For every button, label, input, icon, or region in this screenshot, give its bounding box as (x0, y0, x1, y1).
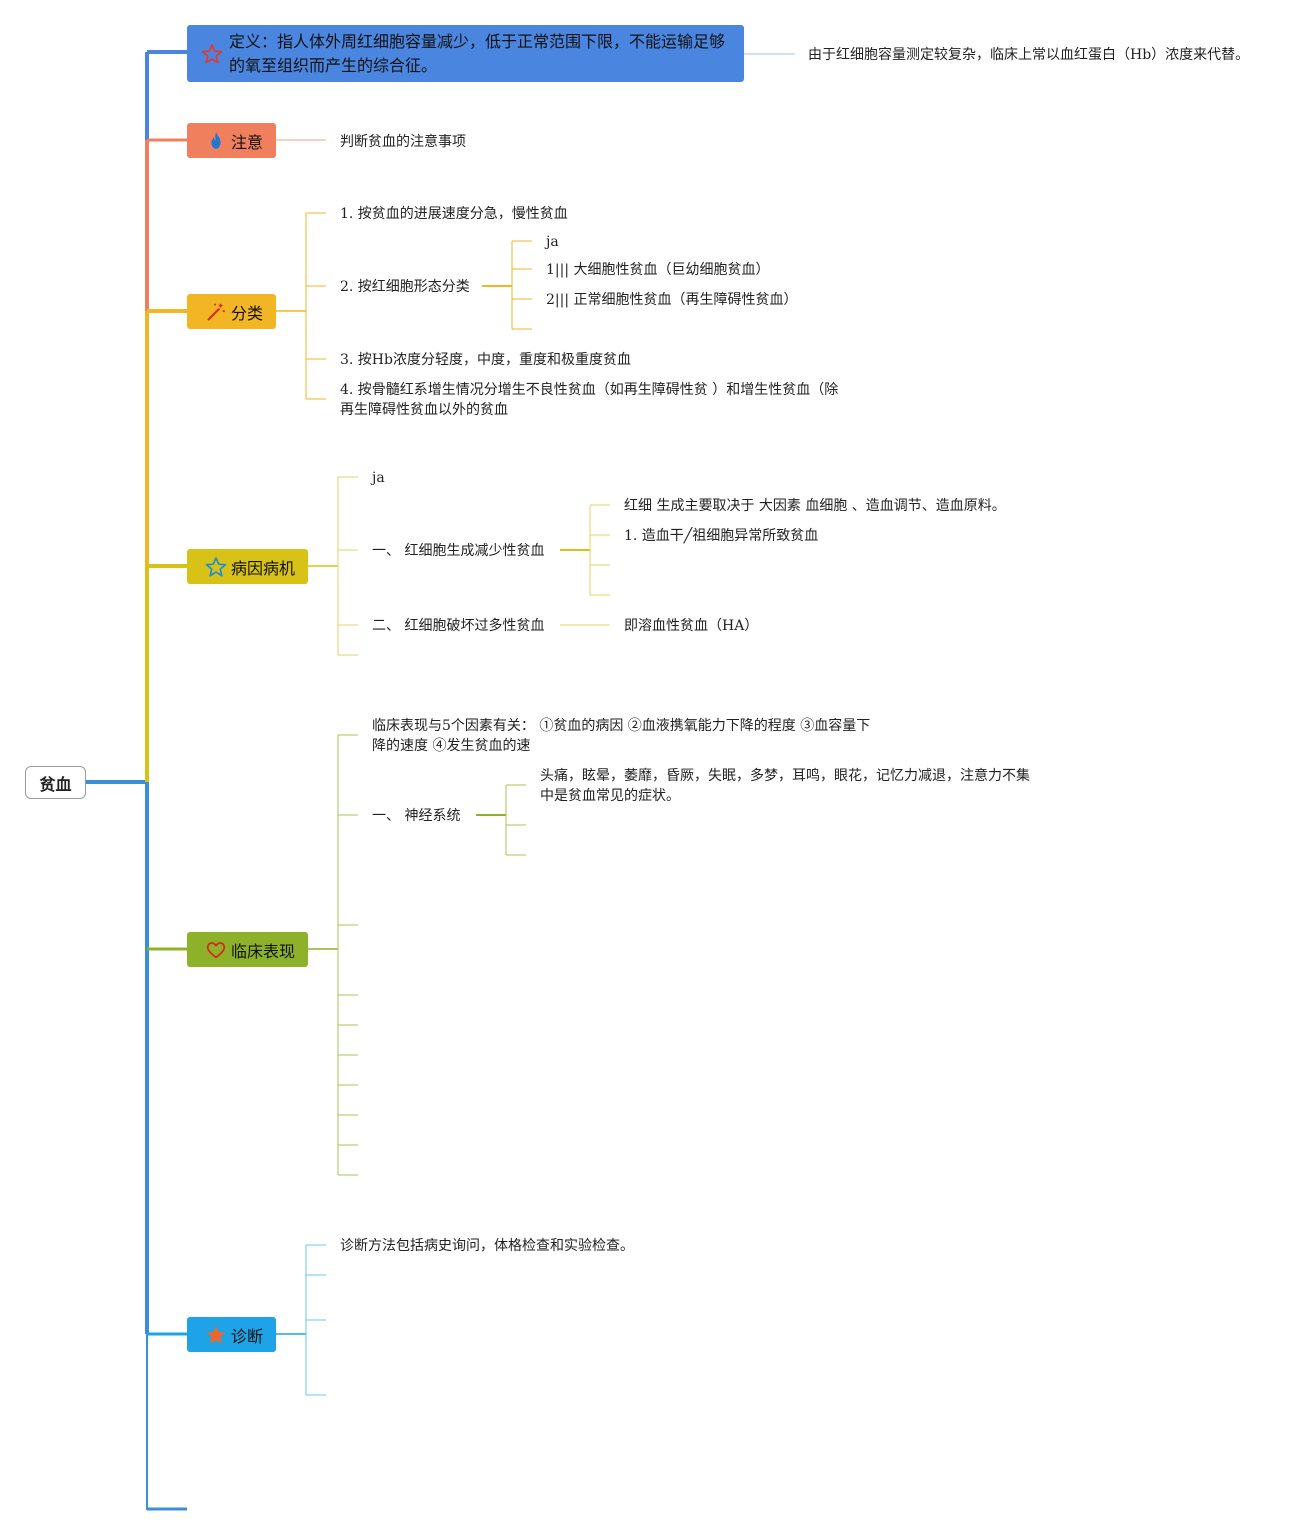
etiology-label: 病因病机 (231, 558, 296, 578)
etiology-item-0: ja (372, 470, 385, 486)
topic-attention[interactable]: 注意 (187, 123, 276, 158)
clinical-nervous: 一、 神经系统 (372, 808, 461, 824)
clinical-intro: 临床表现与5个因素有关： ①贫血的病因 ②血液携氧能力下降的程度 ③血容量下降的… (372, 718, 871, 754)
star-outline-icon (205, 556, 227, 577)
etiology-item-2: 二、 红细胞破坏过多性贫血 (372, 618, 545, 634)
root-label: 贫血 (39, 774, 72, 794)
clinical-nervous-note: 头痛，眩晕，萎靡，昏厥，失眠，多梦，耳鸣，眼花，记忆力减退，注意力不集中是贫血常… (540, 768, 1030, 804)
morphology-item-0: ja (546, 234, 559, 250)
etiology-item-1: 一、 红细胞生成减少性贫血 (372, 543, 545, 559)
morphology-item-2: 2||| 正常细胞性贫血（再生障碍性贫血） (546, 292, 798, 308)
attention-label: 注意 (231, 132, 264, 152)
diagnosis-label: 诊断 (231, 1326, 264, 1346)
flame-icon (211, 131, 221, 149)
topic-diagnosis[interactable]: 诊断 (187, 1317, 276, 1352)
classification-item-4: 4. 按骨髓红系增生情况分增生不良性贫血（如再生障碍性贫 ）和增生性贫血（除再生… (340, 382, 839, 418)
classification-item-3: 3. 按Hb浓度分轻度，中度，重度和极重度贫血 (340, 352, 631, 368)
morphology-item-1: 1||| 大细胞性贫血（巨幼细胞贫血） (546, 262, 770, 278)
classification-item-1: 1. 按贫血的进展速度分急，慢性贫血 (340, 206, 568, 222)
classification-item-2: 2. 按红细胞形态分类 (340, 279, 470, 295)
star-filled-icon (206, 1325, 226, 1344)
etiology-reduced-0: 红细 生成主要取决于 大因素 血细胞 、造血调节、造血原料。 (624, 498, 1006, 514)
root-node[interactable]: 贫血 (25, 766, 86, 799)
etiology-destroyed-0: 即溶血性贫血（HA） (624, 618, 759, 634)
heart-icon (206, 941, 226, 958)
topic-clinical[interactable]: 临床表现 (187, 932, 308, 967)
magic-wand-icon (207, 303, 225, 320)
topic-etiology[interactable]: 病因病机 (187, 549, 308, 584)
etiology-reduced-1: 1. 造血干╱祖细胞异常所致贫血 (624, 528, 819, 544)
topic-classification[interactable]: 分类 (187, 294, 276, 329)
definition-note: 由于红细胞容量测定较复杂，临床上常以血红蛋白（Hb）浓度来代替。 (808, 47, 1250, 63)
clinical-label: 临床表现 (231, 941, 296, 961)
attention-note: 判断贫血的注意事项 (340, 134, 466, 150)
classification-label: 分类 (231, 303, 264, 323)
topic-definition[interactable]: 定义：指人体外周红细胞容量减少，低于正常范围下限，不能运输足够的氧至组织而产生的… (187, 25, 744, 82)
star-outline-icon (201, 43, 223, 64)
definition-label: 定义：指人体外周红细胞容量减少，低于正常范围下限，不能运输足够的氧至组织而产生的… (229, 31, 726, 75)
diagnosis-item-0: 诊断方法包括病史询问，体格检查和实验检查。 (340, 1238, 634, 1254)
